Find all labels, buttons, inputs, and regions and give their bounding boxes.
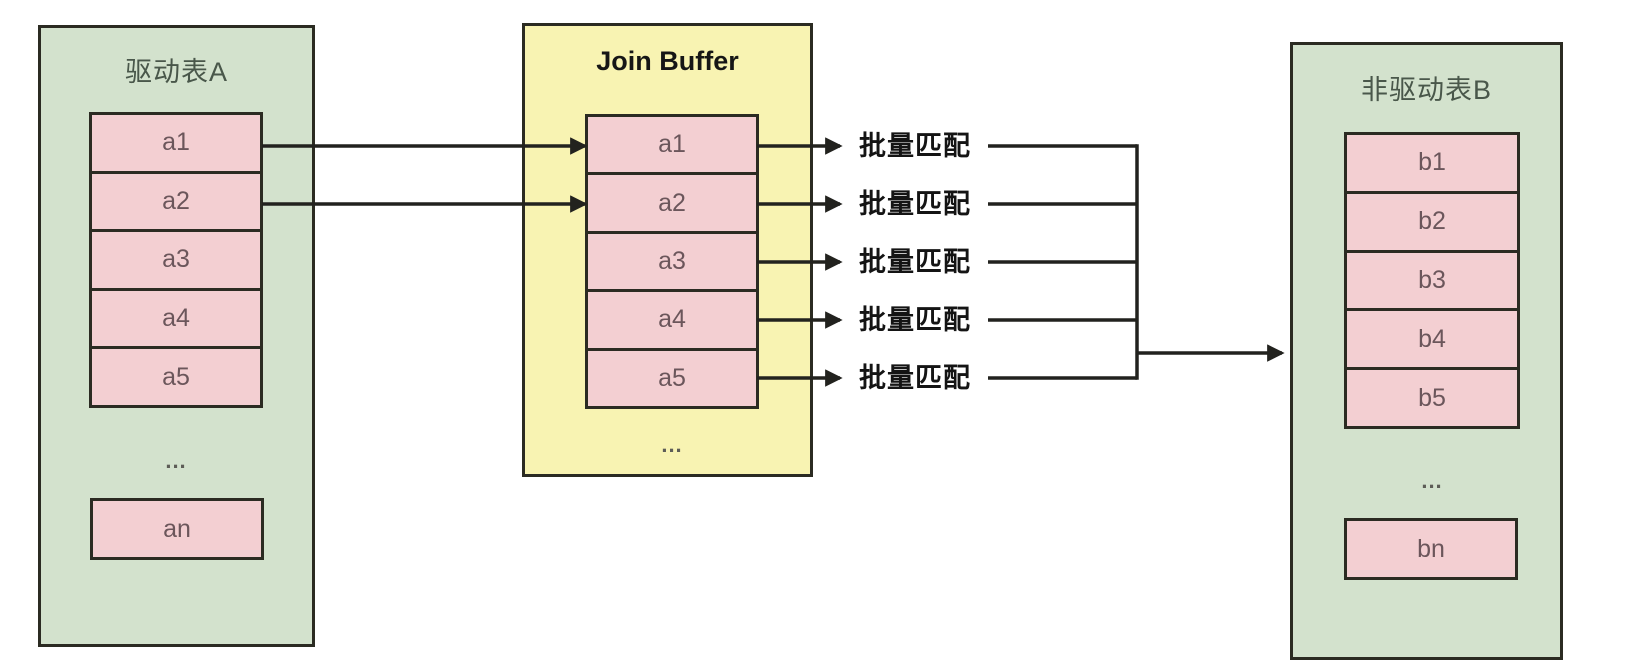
table-a-row: a5 — [92, 346, 260, 405]
join-buffer-row: a4 — [588, 289, 756, 347]
batch-match-label: 批量匹配 — [859, 247, 971, 277]
join-buffer-ellipsis: ... — [661, 432, 683, 457]
driving-table-a-title: 驱动表A — [124, 57, 228, 87]
batch-match-label: 批量匹配 — [859, 189, 971, 219]
table-b-row: b2 — [1347, 190, 1517, 250]
batch-match-label: 批量匹配 — [859, 131, 971, 161]
table-a-row-stack: a1 a2 a3 a4 a5 — [89, 112, 263, 408]
table-a-row: a1 — [162, 128, 190, 157]
batch-match-label: 批量匹配 — [859, 363, 971, 393]
join-buffer-title: Join Buffer — [596, 46, 739, 76]
table-b-row: b4 — [1347, 308, 1517, 367]
join-buffer-row: a3 — [588, 230, 756, 289]
join-buffer-row: a1 — [658, 130, 686, 159]
batch-match-label: 批量匹配 — [859, 305, 971, 335]
table-b-ellipsis: ... — [1421, 468, 1443, 493]
join-buffer-row-stack: a1 a2 a3 a4 a5 — [585, 114, 759, 409]
table-b-row: b1 — [1418, 148, 1446, 177]
join-buffer-row: a5 — [588, 347, 756, 406]
non-driving-table-b-title: 非驱动表B — [1360, 75, 1492, 105]
join-buffer-row: a2 — [588, 172, 756, 230]
table-a-row: a4 — [92, 287, 260, 347]
table-a-row: a2 — [92, 170, 260, 230]
table-b-row-bn: bn — [1344, 518, 1518, 580]
table-b-row: b5 — [1347, 367, 1517, 426]
table-b-row-stack: b1 b2 b3 b4 b5 — [1344, 132, 1520, 429]
table-b-row: b3 — [1347, 249, 1517, 309]
table-a-row-an: an — [90, 498, 264, 560]
table-a-row: a3 — [92, 229, 260, 288]
table-a-ellipsis: ... — [165, 448, 187, 473]
